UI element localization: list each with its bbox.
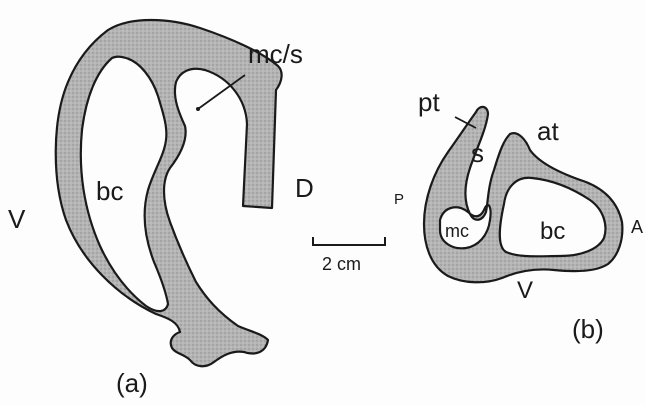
label-s: s <box>471 138 484 168</box>
panel-b: pt s at P mc bc A V (b) <box>394 87 643 344</box>
panel-a-tissue <box>56 20 282 366</box>
scale-bar: 2 cm <box>313 237 385 274</box>
panel-a: .tissue { fill: url(#stipple); } mc/s bc… <box>8 20 314 398</box>
label-bc-b: bc <box>540 218 565 245</box>
panel-b-tissue <box>424 107 622 282</box>
label-v-a: V <box>8 204 26 234</box>
label-v-b: V <box>517 277 533 304</box>
label-at: at <box>537 116 559 146</box>
label-mc-s: mc/s <box>248 39 303 69</box>
scale-bar-label: 2 cm <box>322 254 361 274</box>
panel-a-label: (a) <box>116 368 148 398</box>
label-d: D <box>295 173 314 203</box>
label-pt: pt <box>418 87 440 117</box>
label-bc-a: bc <box>96 176 123 206</box>
panel-b-label: (b) <box>572 314 604 344</box>
label-a: A <box>631 217 643 237</box>
label-p: P <box>394 191 404 208</box>
mc-s-leader-dot <box>196 107 200 111</box>
label-mc-b: mc <box>445 221 469 241</box>
